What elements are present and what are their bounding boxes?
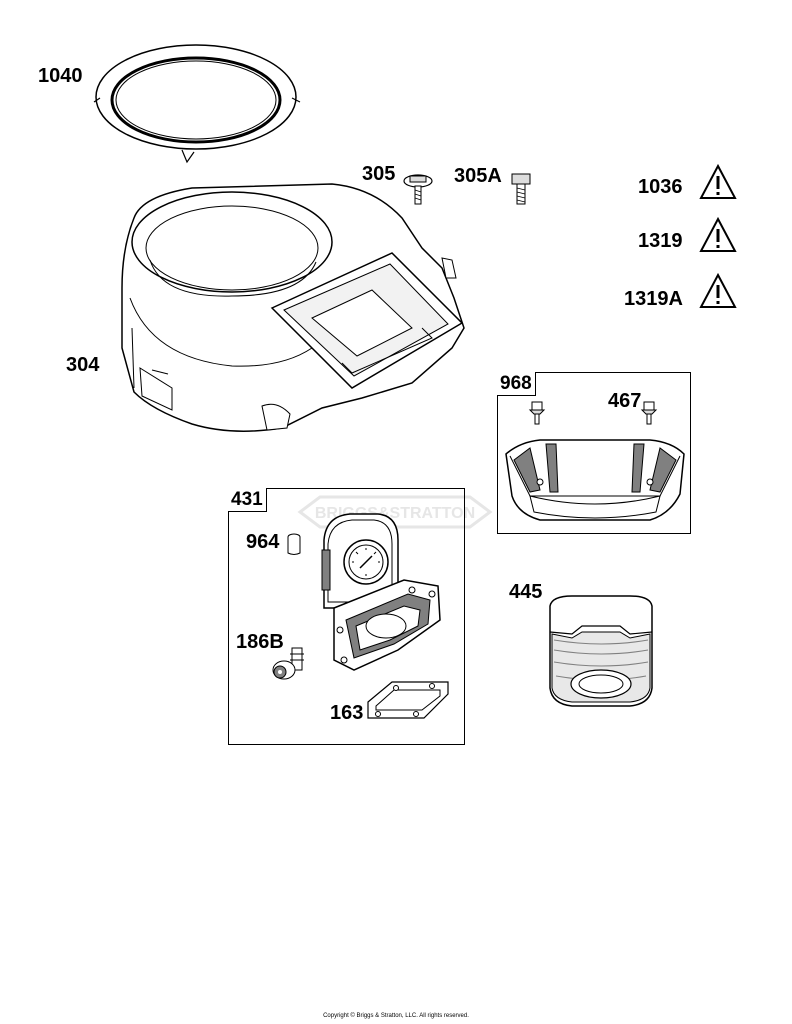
fastener-right-part[interactable]	[640, 400, 658, 426]
label-fitting: 186B	[236, 631, 284, 653]
air-cleaner-cover-part[interactable]	[500, 434, 690, 530]
label-warning-1036: 1036	[638, 176, 683, 198]
ring-part[interactable]	[92, 40, 304, 165]
bolt-part[interactable]	[400, 168, 436, 208]
air-filter-part[interactable]	[542, 592, 660, 712]
label-screw: 305A	[454, 165, 502, 187]
blower-housing-part[interactable]	[112, 178, 472, 440]
label-ring: 1040	[38, 65, 83, 87]
copyright-notice: Copyright © Briggs & Stratton, LLC. All …	[323, 1013, 469, 1019]
warning-triangle-icon	[699, 216, 737, 252]
warning-triangle-icon	[699, 163, 737, 199]
fitting-part[interactable]	[268, 640, 310, 684]
fastener-left-part[interactable]	[528, 400, 546, 426]
label-warning-1319: 1319	[638, 230, 683, 252]
label-plug: 964	[246, 531, 280, 553]
warning-triangle-icon	[699, 272, 737, 308]
kit-431-label: 431	[228, 488, 267, 512]
screw-part[interactable]	[508, 168, 534, 208]
kit-431-box	[228, 488, 465, 745]
label-filter: 445	[509, 581, 543, 603]
label-gasket: 163	[330, 702, 364, 724]
kit-968-box	[497, 372, 691, 534]
label-warning-1319a: 1319A	[624, 288, 683, 310]
kit-968-label: 968	[497, 372, 536, 396]
carb-adapter-part[interactable]	[314, 510, 448, 680]
label-fastener: 467	[608, 390, 642, 412]
label-bolt: 305	[362, 163, 396, 185]
plug-part[interactable]	[286, 533, 302, 557]
label-housing: 304	[66, 354, 100, 376]
gasket-part[interactable]	[364, 676, 452, 724]
